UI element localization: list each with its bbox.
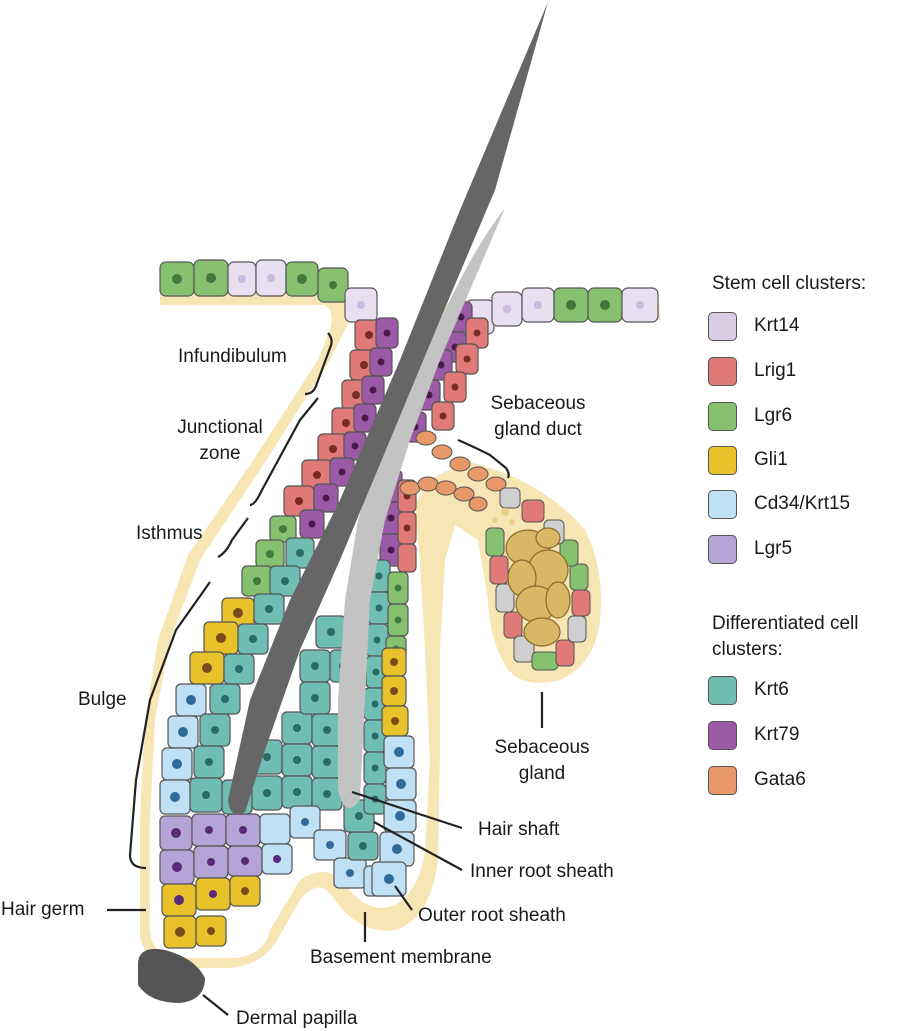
legend-swatch [708,766,737,795]
label-basement-membrane: Basement membrane [310,947,492,968]
legend-label: Krt6 [754,679,789,700]
legend-label: Cd34/Krt15 [754,493,851,514]
legend-swatch [708,676,737,705]
legend-label: Lrig1 [754,360,797,381]
dermal-papilla [138,948,205,1003]
legend-swatch [708,446,737,475]
label-hair-germ: Hair germ [1,899,85,920]
follicle-inner-left [189,317,399,911]
label-hair-shaft: Hair shaft [478,819,560,840]
legend-label: Lgr6 [754,405,793,426]
hair-shaft-shape [228,2,548,815]
bracket-lines [107,332,544,1016]
label-junctional-zone-line2: zone [199,443,241,464]
sebaceous-duct [399,430,507,512]
label-sebaceous-duct-line1: Sebaceous [490,393,586,414]
legend-swatch [708,535,737,564]
label-sebaceous-duct-line2: gland duct [494,419,582,440]
legend-swatch [708,312,737,341]
legend-diff-title-line2: clusters: [712,639,783,660]
label-dermal-papilla: Dermal papilla [236,1008,358,1029]
label-infundibulum: Infundibulum [178,346,287,367]
label-sebaceous-gland-line2: gland [518,763,566,784]
legend-label: Krt14 [754,315,800,336]
label-junctional-zone-line1: Junctional [177,417,263,438]
label-inner-root-sheath: Inner root sheath [470,861,614,882]
legend-label: Lgr5 [754,538,793,559]
label-bulge: Bulge [78,689,127,710]
sebocyte-cluster [492,508,571,647]
sebaceous-gland [485,487,591,671]
epidermis-cells-right [465,287,659,335]
legend-diff-title-line1: Differentiated cell [712,613,859,634]
legend-swatch [708,721,737,750]
legend-label: Gli1 [754,449,788,470]
legend-label: Krt79 [754,724,800,745]
epidermis-cells-left [159,259,378,323]
legend-swatch [708,357,737,386]
label-outer-root-sheath: Outer root sheath [418,905,566,926]
legend-stem-title: Stem cell clusters: [712,273,867,294]
inner-root-sheath-shape [338,208,505,808]
legend-label: Gata6 [754,769,806,790]
legend-swatch [708,490,737,519]
label-isthmus: Isthmus [136,523,203,544]
legend-swatch [708,402,737,431]
label-sebaceous-gland-line1: Sebaceous [494,737,590,758]
